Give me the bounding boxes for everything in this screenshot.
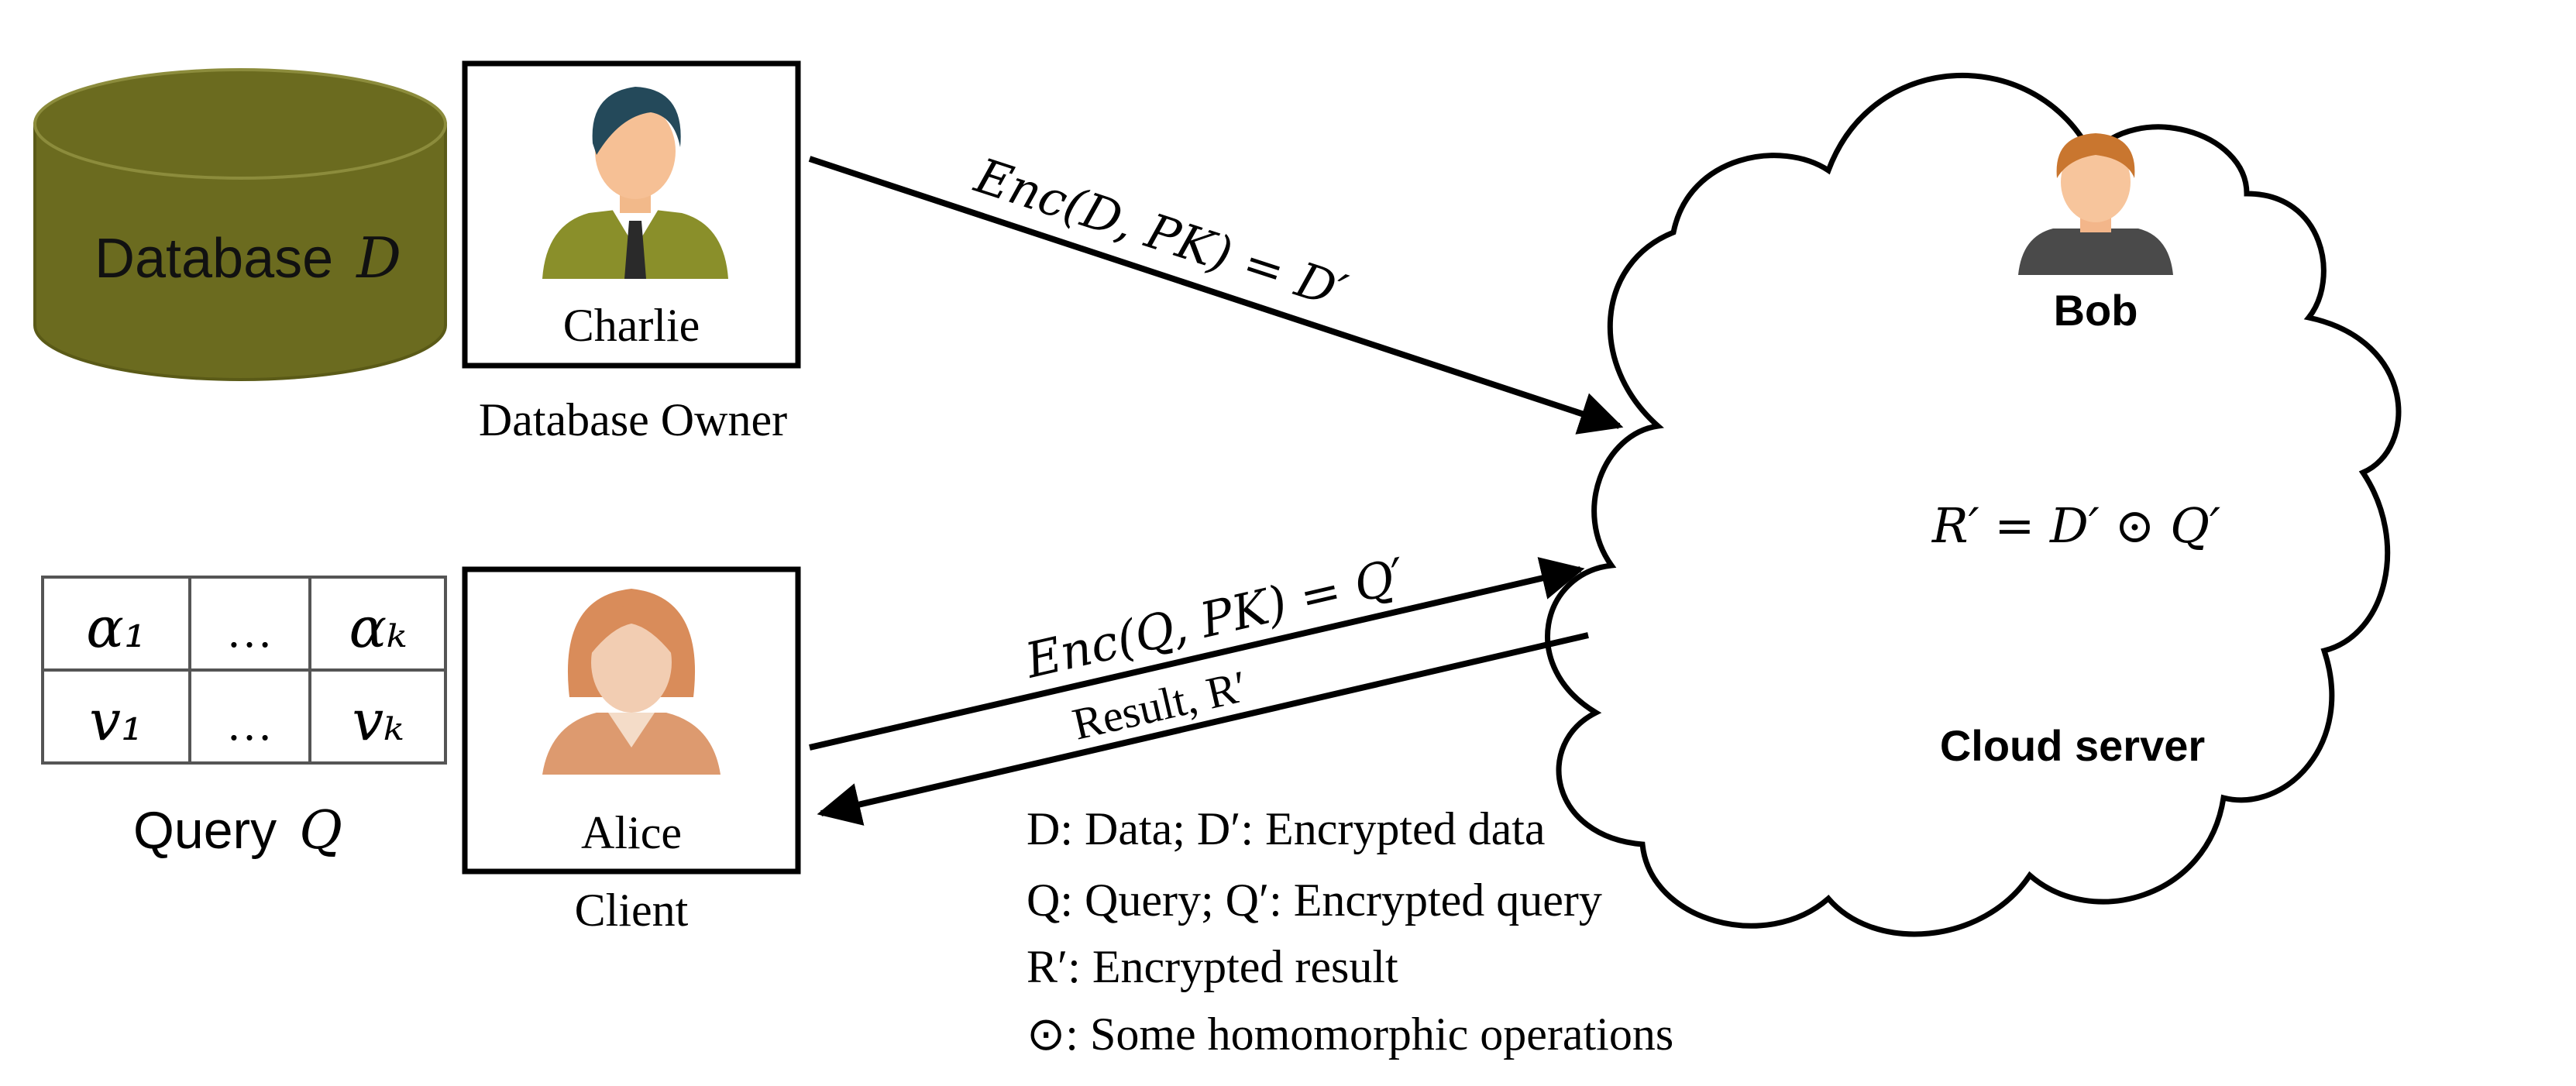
client-role: Client xyxy=(575,885,689,936)
owner-role: Database Owner xyxy=(479,394,787,445)
legend-item: Q: Query; Q′: Encrypted query xyxy=(1027,875,1602,926)
server-person-name: Bob xyxy=(2054,286,2138,335)
query-cell: … xyxy=(226,699,273,750)
legend-item: ⊙: Some homomorphic operations xyxy=(1027,1009,1673,1060)
legend: D: Data; D′: Encrypted data Q: Query; Q′… xyxy=(1027,803,1673,1060)
owner-to-server-arrow xyxy=(808,156,1624,435)
owner-to-server-label: Enc(D, PK) = D′ xyxy=(968,147,1353,321)
query-cell: α₁ xyxy=(86,595,146,660)
bob-avatar-icon xyxy=(2018,133,2173,275)
server-label: Cloud server xyxy=(1940,721,2205,770)
owner-name: Charlie xyxy=(563,300,700,351)
database-label: Database D xyxy=(95,225,401,290)
query-label: Query Q xyxy=(133,800,342,861)
query-cell: vₖ xyxy=(353,688,404,753)
database-cylinder: Database D xyxy=(33,68,447,381)
client-to-server-arrow xyxy=(809,557,1585,751)
query-table: α₁ … αₖ v₁ … vₖ xyxy=(41,576,447,765)
query-cell: αₖ xyxy=(349,595,408,660)
query-cell: v₁ xyxy=(89,688,143,753)
server-formula: R′ = D′ ⊙ Q′ xyxy=(1931,497,2220,554)
alice-avatar-icon xyxy=(542,589,721,775)
client-name: Alice xyxy=(581,807,682,858)
charlie-avatar-icon xyxy=(542,87,728,279)
owner-box: Charlie xyxy=(462,60,801,369)
client-box: Alice xyxy=(462,566,801,875)
query-cell: … xyxy=(226,606,273,657)
server-to-client-arrow xyxy=(817,632,1589,826)
cloud-server: Bob R′ = D′ ⊙ Q′ Cloud server xyxy=(1545,73,2402,937)
legend-item: D: Data; D′: Encrypted data xyxy=(1027,803,1546,854)
legend-item: R′: Encrypted result xyxy=(1027,941,1398,992)
